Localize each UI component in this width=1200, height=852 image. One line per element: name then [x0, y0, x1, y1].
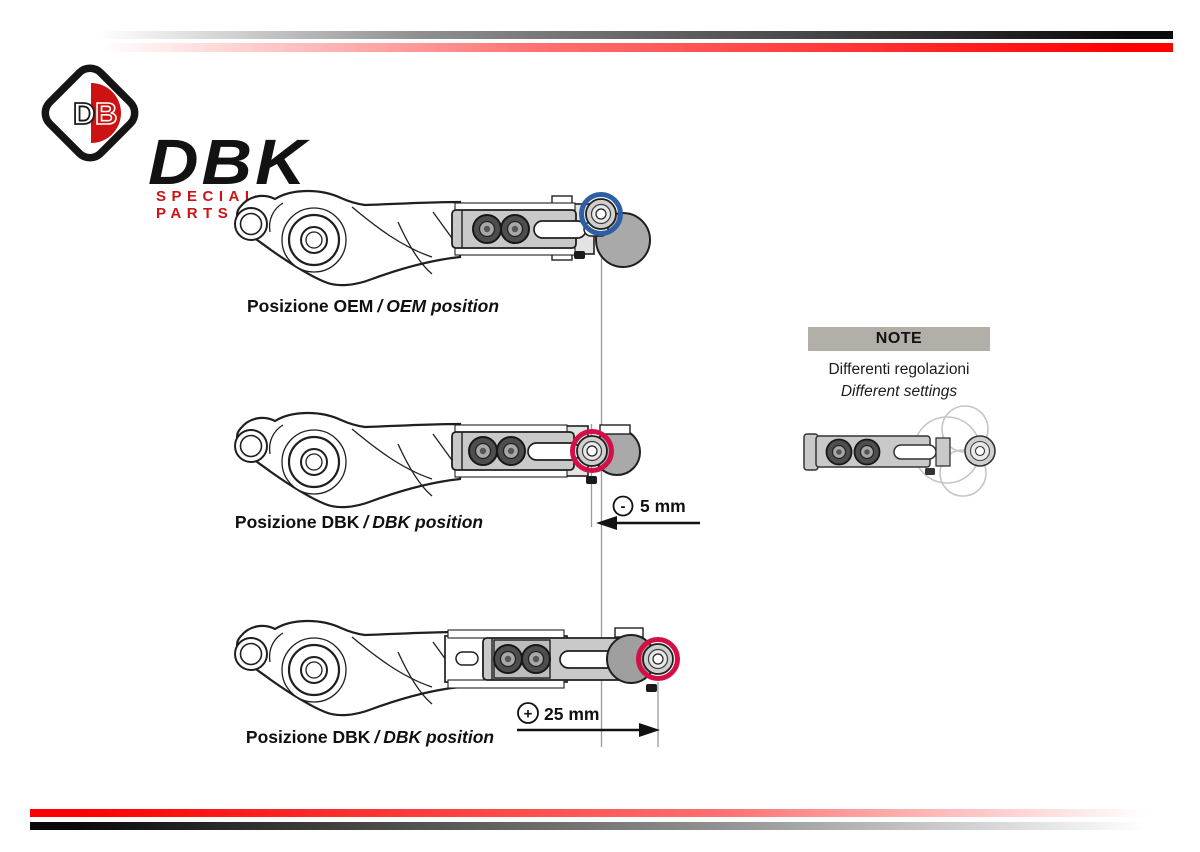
caption-primary: Posizione OEM — [246, 296, 374, 316]
caption-oem-position: Posizione OEM/OEM position — [247, 296, 499, 317]
lever-dbk-plus-drawing — [233, 619, 680, 717]
plus-sign: + — [524, 706, 533, 723]
caption-primary: Posizione DBK — [245, 727, 371, 747]
arrow-left-icon — [596, 516, 617, 530]
adjuster-bolt — [472, 214, 502, 244]
adjuster-bolt — [468, 436, 498, 466]
adjuster-bolt — [493, 644, 523, 674]
adjuster-bolt — [496, 436, 526, 466]
measurement-value: 5 mm — [640, 496, 686, 516]
minus-sign: - — [621, 498, 626, 515]
emblem-letter-b: B — [95, 96, 117, 131]
caption-separator: / — [377, 296, 383, 316]
note-title-bar: NOTE — [808, 327, 990, 351]
brand-logo: D B DBK SPECIAL PARTS — [36, 60, 336, 222]
minus-icon — [612, 495, 634, 517]
bottom-stripe-black — [30, 822, 1170, 830]
caption-separator: / — [363, 512, 369, 532]
adjuster-bolt — [500, 214, 530, 244]
caption-dbk-position-plus: Posizione DBK/DBK position — [246, 727, 494, 748]
caption-secondary: DBK position — [383, 727, 495, 747]
oem-position-highlight-ring — [579, 192, 623, 236]
top-stripe-black — [100, 31, 1173, 39]
adjuster-bolt — [521, 644, 551, 674]
dbk-minus-position-highlight-ring — [570, 429, 614, 473]
top-stripe-red — [100, 43, 1173, 52]
dbk-plus-position-highlight-ring — [636, 637, 680, 681]
plus-icon — [517, 702, 539, 724]
emblem-letter-d: D — [73, 96, 95, 131]
lever-oem-drawing — [233, 189, 651, 287]
dbk-diamond-icon: D B — [41, 64, 139, 162]
measurement-minus-5mm: - 5 mm — [596, 495, 700, 530]
bottom-stripe-red — [30, 809, 1170, 817]
brand-name: DBK — [148, 126, 309, 198]
note-text-italian: Differenti regolazioni — [828, 361, 970, 378]
brand-tagline: SPECIAL PARTS — [156, 188, 260, 222]
caption-dbk-position-minus: Posizione DBK/DBK position — [235, 512, 483, 533]
measurement-plus-25mm: + 25 mm — [517, 702, 660, 737]
caption-secondary: OEM position — [386, 296, 500, 316]
caption-separator: / — [374, 727, 380, 747]
adjuster-bolt — [825, 438, 853, 466]
lever-dbk-minus-drawing — [233, 411, 641, 509]
note-text-english: Different settings — [840, 383, 958, 400]
caption-primary: Posizione DBK — [234, 512, 360, 532]
adjuster-bolt — [853, 438, 881, 466]
caption-secondary: DBK position — [372, 512, 484, 532]
note-settings-diagram — [803, 405, 996, 497]
arrow-right-icon — [639, 723, 660, 737]
measurement-value: 25 mm — [544, 704, 599, 724]
